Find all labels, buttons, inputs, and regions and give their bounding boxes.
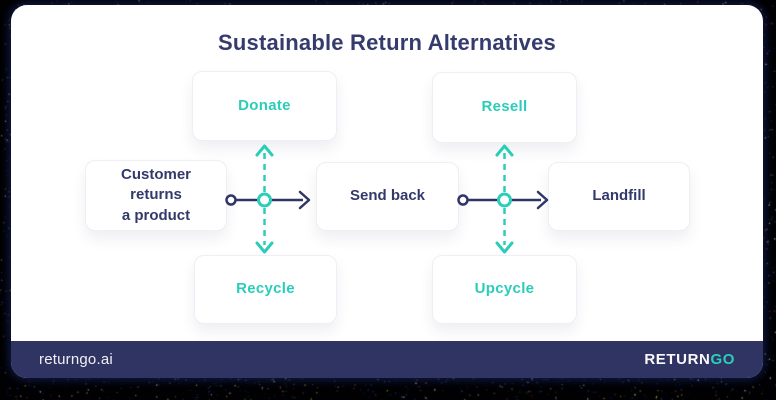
node-customer-returns: Customer returns a product <box>85 160 227 231</box>
connector-left <box>225 144 311 254</box>
chevron-down-icon <box>255 241 274 254</box>
junction-dot <box>257 192 272 208</box>
node-recycle-label: Recycle <box>236 280 295 298</box>
node-resell-label: Resell <box>481 98 528 116</box>
node-send-back: Send back <box>316 162 459 231</box>
node-send-back-label: Send back <box>349 187 426 205</box>
node-upcycle-label: Upcycle <box>474 280 535 298</box>
node-donate-label: Donate <box>238 96 291 114</box>
diagram-title: Sustainable Return Alternatives <box>218 30 556 55</box>
node-upcycle: Upcycle <box>432 255 577 324</box>
node-customer-returns-label: Customer returns a product <box>120 166 191 224</box>
chevron-down-icon <box>495 241 514 254</box>
chevron-up-icon <box>495 144 514 157</box>
infographic-card: Sustainable Return Alternatives Customer… <box>11 5 763 378</box>
logo-return: RETURN <box>644 351 711 368</box>
returngo-logo: RETURNGO <box>644 351 735 368</box>
logo-go: GO <box>710 351 735 368</box>
node-landfill: Landfill <box>548 162 690 231</box>
start-dot <box>457 194 469 206</box>
arrowhead-right-icon <box>536 190 549 210</box>
footer-bar: returngo.ai RETURNGO <box>11 341 763 378</box>
footer-website: returngo.ai <box>39 351 113 368</box>
chevron-up-icon <box>255 144 274 157</box>
start-dot <box>225 194 237 206</box>
node-resell: Resell <box>432 72 577 143</box>
arrowhead-right-icon <box>298 190 311 210</box>
junction-dot <box>497 192 512 208</box>
node-recycle: Recycle <box>194 255 337 324</box>
node-landfill-label: Landfill <box>592 187 646 205</box>
node-donate: Donate <box>192 71 337 141</box>
connector-right <box>457 144 549 254</box>
